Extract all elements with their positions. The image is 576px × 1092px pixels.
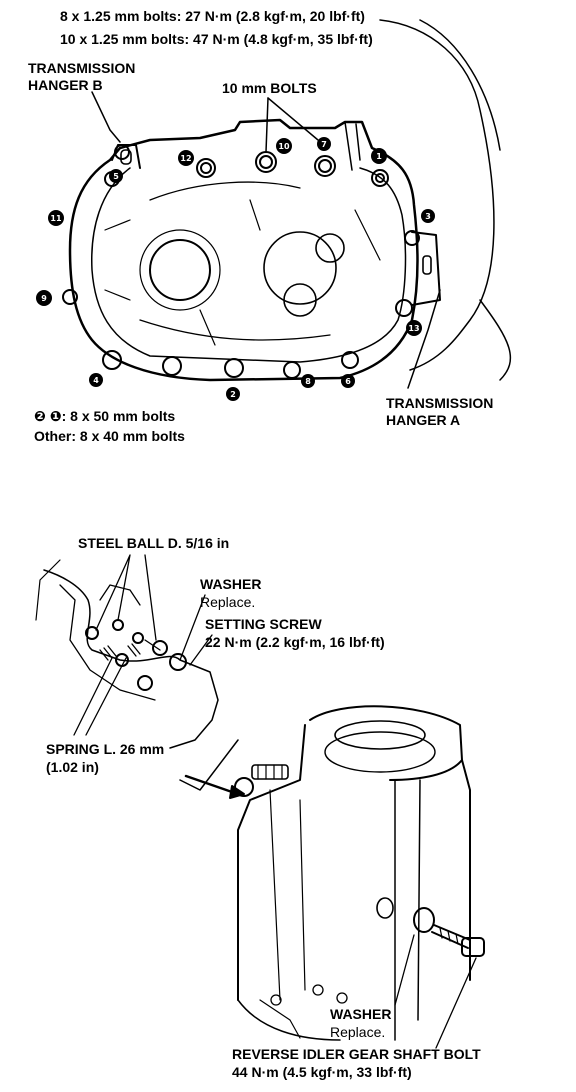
svg-text:4: 4	[93, 376, 99, 385]
bolt-callout-7	[317, 137, 331, 151]
svg-text:6: 6	[345, 377, 351, 386]
svg-text:11: 11	[50, 214, 62, 223]
svg-text:1: 1	[376, 152, 382, 161]
svg-text:2: 2	[230, 390, 236, 399]
bolt-callout-3	[421, 209, 435, 223]
detail-view	[35, 559, 239, 791]
bolts-10mm-label: 10 mm BOLTS	[222, 80, 317, 96]
svg-text:12: 12	[180, 154, 191, 163]
bolt-length-note-2: Other: 8 x 40 mm bolts	[34, 428, 185, 444]
svg-text:13: 13	[408, 324, 419, 333]
steel-ball-label: STEEL BALL D. 5/16 in	[78, 535, 230, 551]
bolt-callout-12	[178, 150, 194, 166]
hanger-b-label: TRANSMISSION HANGER B	[28, 60, 136, 93]
svg-text:7: 7	[321, 140, 327, 149]
washer-label-2: WASHER Replace.	[330, 1006, 392, 1040]
torque-spec-10mm: 10 x 1.25 mm bolts: 47 N·m (4.8 kgf·m, 3…	[60, 31, 373, 47]
bolt-callout-10	[276, 138, 292, 154]
bolt-length-note-1: ❷ ❶: 8 x 50 mm bolts	[34, 408, 176, 424]
svg-text:8: 8	[305, 377, 311, 386]
bolt-callout-1	[371, 148, 387, 164]
reverse-bolt-label: REVERSE IDLER GEAR SHAFT BOLT 44 N·m (4.…	[232, 1046, 481, 1080]
bolt-callout-11	[48, 210, 64, 226]
bolt-callout-4	[89, 373, 103, 387]
svg-text:3: 3	[425, 212, 431, 221]
bolt-callout-2	[226, 387, 240, 401]
bolt-callout-5	[109, 169, 123, 183]
hanger-a-label: TRANSMISSION HANGER A	[386, 395, 494, 428]
reverse-housing	[234, 705, 485, 1041]
bolt-callouts	[36, 137, 435, 401]
svg-text:10: 10	[278, 142, 290, 151]
setting-screw-label: SETTING SCREW 22 N·m (2.2 kgf·m, 16 lbf·…	[205, 616, 385, 650]
svg-text:9: 9	[41, 294, 47, 303]
bolt-callout-6	[341, 374, 355, 388]
bolt-callout-8	[301, 374, 315, 388]
transmission-case	[68, 19, 512, 382]
bolt-callout-9	[36, 290, 52, 306]
bolt-callout-13	[406, 320, 422, 336]
torque-spec-8mm: 8 x 1.25 mm bolts: 27 N·m (2.8 kgf·m, 20…	[60, 8, 365, 24]
svg-text:5: 5	[113, 172, 119, 181]
spring-label: SPRING L. 26 mm (1.02 in)	[46, 741, 165, 775]
washer-label-1: WASHER Replace.	[200, 576, 262, 610]
